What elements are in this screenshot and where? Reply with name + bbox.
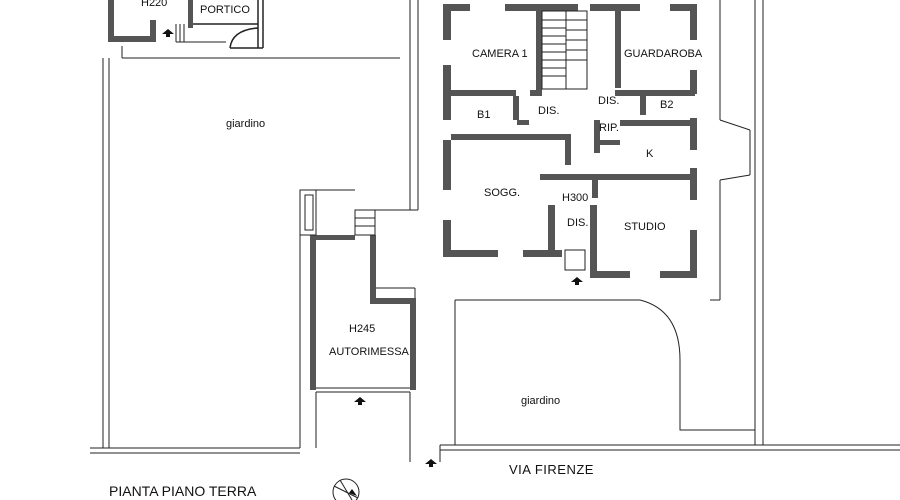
- label-rip: RIP.: [599, 122, 619, 134]
- label-guardaroba: GUARDAROBA: [624, 48, 703, 60]
- label-dis-bottom: DIS.: [567, 217, 588, 229]
- main-house-walls[interactable]: [443, 4, 697, 278]
- property-boundaries: [90, 0, 900, 462]
- entrance-arrow-gate: [425, 459, 437, 464]
- label-dis-top: DIS.: [538, 105, 559, 117]
- label-portico: PORTICO: [200, 4, 250, 16]
- label-b2: B2: [660, 99, 673, 111]
- label-h300: H300: [562, 192, 588, 204]
- entrance-arrows: [162, 29, 583, 467]
- label-k: K: [646, 148, 654, 160]
- entrance-arrow-garage: [354, 397, 366, 402]
- entrance-arrow-house: [571, 277, 583, 282]
- label-h220: H220: [141, 0, 167, 9]
- plan-title: PIANTA PIANO TERRA: [109, 483, 257, 499]
- lower-garden-area: [454, 299, 755, 445]
- label-autorimessa: AUTORIMESSA: [329, 346, 410, 358]
- label-sogg: SOGG.: [484, 187, 520, 199]
- label-dis-right: DIS.: [598, 95, 619, 107]
- label-camera1: CAMERA 1: [472, 48, 528, 60]
- garage[interactable]: [299, 189, 416, 448]
- street-name: VIA FIRENZE: [509, 462, 594, 477]
- label-garden-upper: giardino: [226, 118, 265, 130]
- label-garden-lower: giardino: [521, 395, 560, 407]
- portico-building: [108, 0, 264, 49]
- entrance-arrow-portico: [162, 29, 174, 34]
- label-h245: H245: [349, 323, 375, 335]
- room-labels: H220 PORTICO CAMERA 1 GUARDAROBA B1 DIS.…: [141, 0, 703, 358]
- garden-labels: giardino giardino: [226, 118, 560, 407]
- label-studio: STUDIO: [624, 221, 666, 233]
- label-b1: B1: [477, 109, 490, 121]
- north-arrow-icon: [332, 478, 360, 500]
